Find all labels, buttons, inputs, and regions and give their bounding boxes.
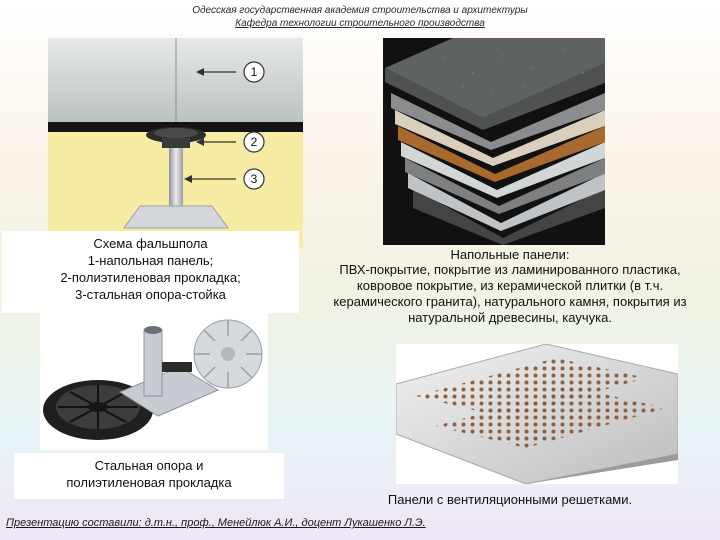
callout-3: 3 — [251, 172, 258, 186]
steel-support-caption: Стальная опора и полиэтиленовая прокладк… — [14, 453, 284, 499]
caption-line: Стальная опора и — [94, 458, 204, 473]
caption-line: 1-напольная панель; — [87, 253, 214, 268]
floor-panels-image — [383, 38, 605, 245]
header-academy: Одесская государственная академия строит… — [192, 5, 528, 16]
footer-credit: Презентацию составили: д.т.н., проф., Ме… — [6, 517, 426, 529]
vent-panels-caption: Панели с вентиляционными решетками. — [387, 492, 633, 507]
callout-2-circle — [243, 131, 265, 153]
caption-line: 3-стальная опора-стойка — [75, 287, 226, 302]
caption-line: 2-полиэтиленовая прокладка; — [60, 270, 241, 285]
vent-panels-image — [396, 344, 678, 484]
floor-scheme-image: 1 2 3 — [48, 38, 303, 248]
caption-line: Схема фальшпола — [93, 236, 208, 251]
floor-panels-description: ПВХ-покрытие, покрытие из ламинированног… — [333, 262, 687, 325]
callout-1: 1 — [251, 65, 258, 79]
header-department: Кафедра технологии строительного произво… — [235, 18, 485, 29]
steel-support-image — [40, 312, 268, 450]
caption-line: полиэтиленовая прокладка — [66, 475, 232, 490]
callout-3-circle — [243, 168, 265, 190]
floor-scheme-caption: Схема фальшпола 1-напольная панель; 2-по… — [2, 231, 299, 313]
callout-2: 2 — [251, 135, 258, 149]
callout-1-circle — [243, 61, 265, 83]
floor-panels-title: Напольные панели: — [450, 247, 570, 262]
